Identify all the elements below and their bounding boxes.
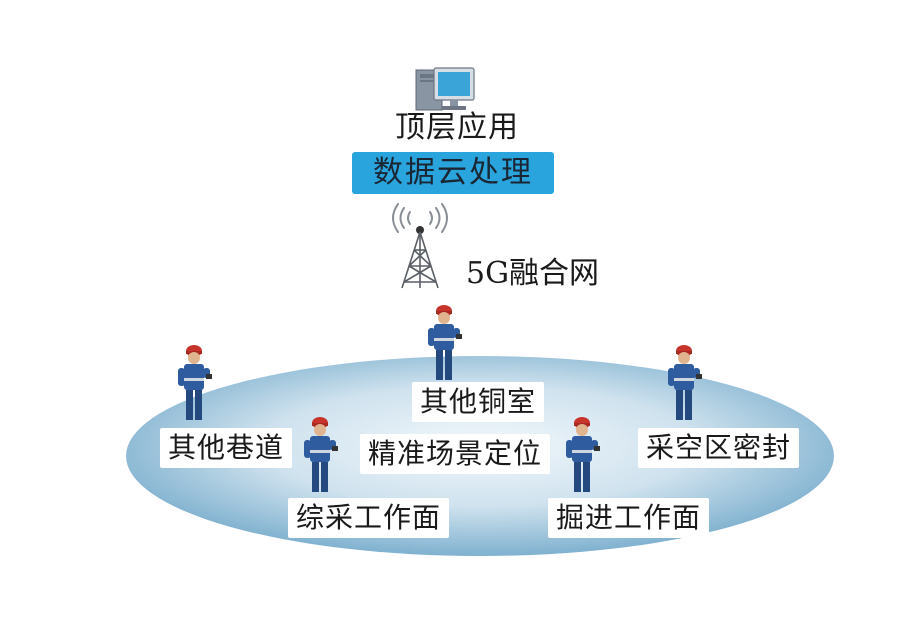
scene-label-other-lane: 其他巷道 <box>160 428 293 468</box>
miner-figure-icon <box>668 345 702 420</box>
scene-label-tunneling-face: 掘进工作面 <box>548 498 710 538</box>
scene-label-precise-positioning: 精准场景定位 <box>360 434 551 474</box>
network-label: 5G融合网 <box>466 256 600 291</box>
scene-label-goaf-sealing: 采空区密封 <box>638 428 800 468</box>
miner-figure-icon <box>304 417 338 492</box>
scene-label-fully-mechanized-face: 综采工作面 <box>288 498 450 538</box>
cloud-processing-label: 数据云处理 <box>373 155 533 190</box>
computer-icon <box>415 67 475 111</box>
scene-label-other-room: 其他铜室 <box>412 382 545 422</box>
miner-figure-icon <box>566 417 600 492</box>
miner-figure-icon <box>428 305 462 380</box>
top-application-label: 顶层应用 <box>395 110 519 145</box>
signal-tower-icon <box>392 203 448 289</box>
cloud-processing-bar <box>352 152 554 194</box>
miner-figure-icon <box>178 345 212 420</box>
